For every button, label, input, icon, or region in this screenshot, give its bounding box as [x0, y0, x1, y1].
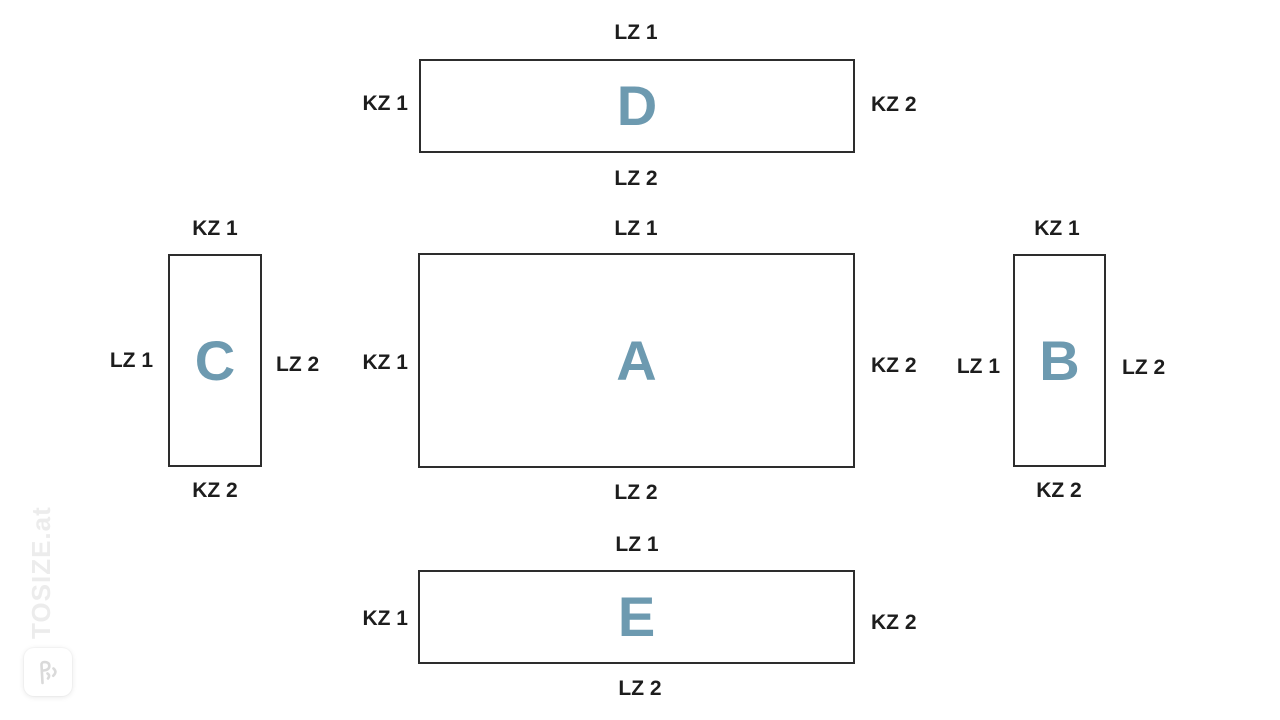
panel-d-edge-label-bottom: LZ 2 — [614, 167, 658, 190]
panel-d-letter: D — [616, 74, 658, 137]
panel-a-letter: A — [616, 328, 657, 392]
panel-b-rect: B — [1013, 254, 1106, 467]
panel-b-edge-label-bottom: KZ 2 — [1036, 479, 1082, 502]
panel-c-edge-label-top: KZ 1 — [192, 217, 238, 240]
panel-b-edge-label-top: KZ 1 — [1034, 217, 1080, 240]
panel-d-rect: D — [419, 59, 855, 153]
panel-c-edge-label-right: LZ 2 — [276, 353, 320, 376]
panel-a-edge-label-right: KZ 2 — [871, 354, 917, 377]
panel-e-edge-label-top: LZ 1 — [615, 533, 659, 556]
panel-a-edge-label-bottom: LZ 2 — [614, 481, 658, 504]
panel-e-edge-label-right: KZ 2 — [871, 611, 917, 634]
panel-c-rect: C — [168, 254, 262, 467]
panel-a-rect: A — [418, 253, 855, 468]
panel-c-edge-label-left: LZ 1 — [109, 349, 153, 372]
panel-e-edge-label-bottom: LZ 2 — [618, 677, 662, 700]
panel-d-edge-label-left: KZ 1 — [362, 92, 408, 115]
panel-e-edge-label-left: KZ 1 — [362, 607, 408, 630]
panel-b-edge-label-left: LZ 1 — [956, 355, 1000, 378]
panel-c-letter: C — [194, 328, 236, 392]
panel-a-edge-label-top: LZ 1 — [614, 217, 658, 240]
panel-d-edge-label-top: LZ 1 — [614, 21, 658, 44]
panel-b-letter: B — [1039, 328, 1080, 392]
panel-c-edge-label-bottom: KZ 2 — [192, 479, 238, 502]
panel-b-edge-label-right: LZ 2 — [1122, 356, 1166, 379]
panel-e-rect: E — [418, 570, 855, 664]
panel-e-letter: E — [617, 585, 656, 648]
tosize-logo-icon — [24, 648, 72, 696]
watermark-text: TOSIZE.at — [26, 506, 56, 639]
panel-d-edge-label-right: KZ 2 — [871, 93, 917, 116]
panel-a-edge-label-left: KZ 1 — [362, 351, 408, 374]
